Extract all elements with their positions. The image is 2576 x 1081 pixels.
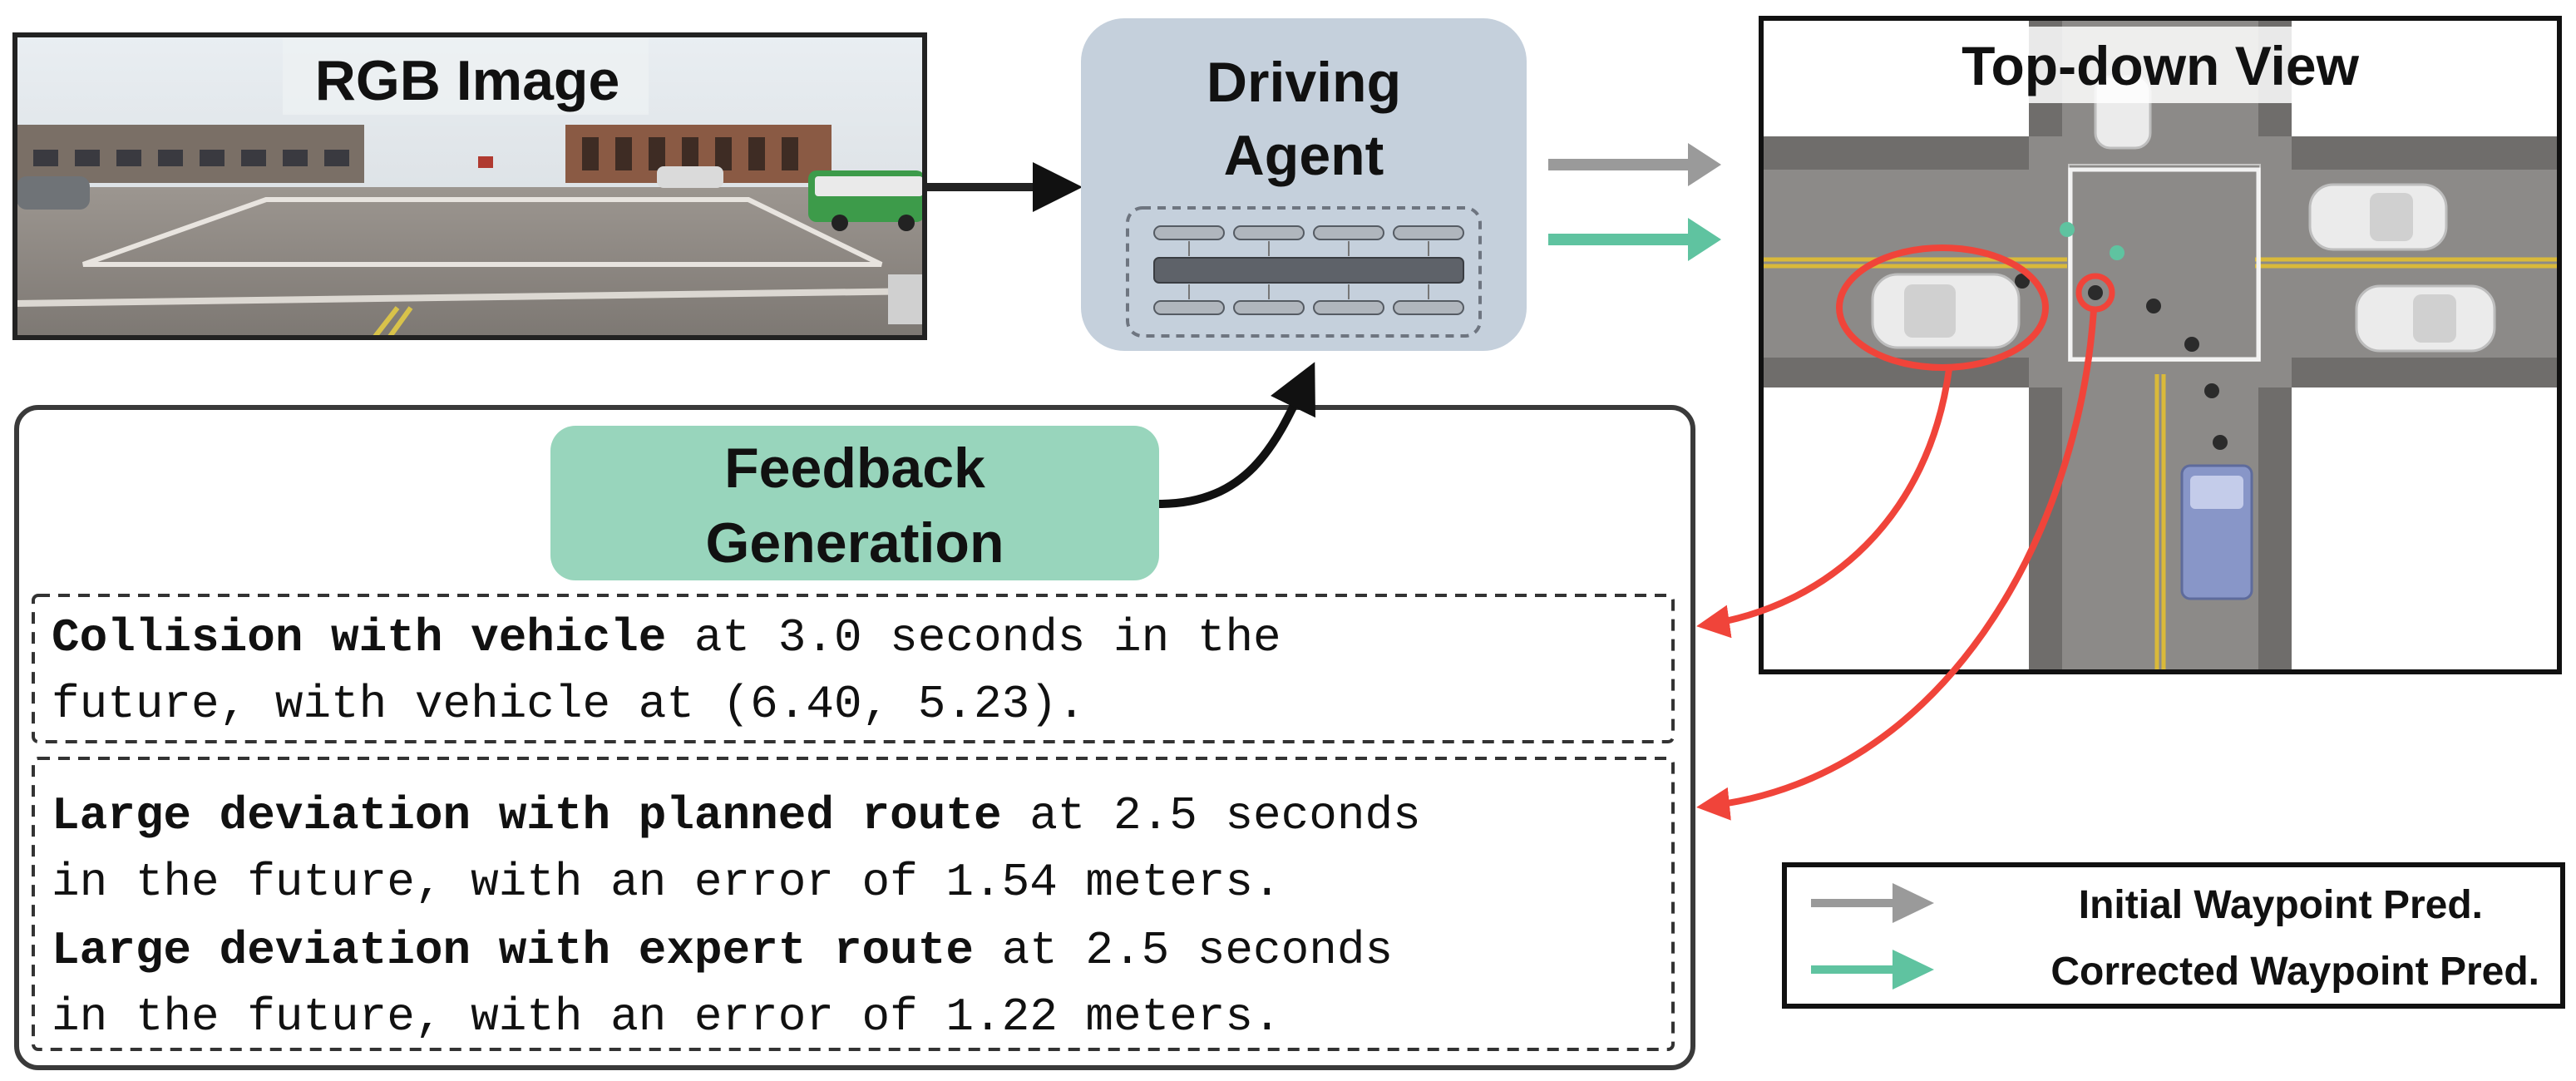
expert-route-message-line1: Large deviation with expert route at 2.5… [52, 924, 1393, 977]
topdown-frame [1759, 16, 2562, 674]
initial-waypoints [2015, 274, 2228, 450]
arrow-collision-to-message [1696, 368, 1952, 639]
legend-corrected-label: Corrected Waypoint Pred. [2050, 950, 2539, 994]
driving-agent-title-line2: Agent [1224, 124, 1384, 187]
feedback-outer-box [14, 405, 1695, 1070]
topdown-car-left [1871, 273, 2021, 349]
feedback-generation-title-line2: Generation [706, 511, 1004, 575]
collision-message-box [32, 594, 1675, 743]
collision-message-rest: at 3.0 seconds in the [666, 611, 1281, 664]
legend-initial-label: Initial Waypoint Pred. [2079, 883, 2483, 927]
collision-message-line2: future, with vehicle at (6.40, 5.23). [52, 678, 1085, 731]
collision-message-line1: Collision with vehicle at 3.0 seconds in… [52, 611, 1281, 664]
corrected-waypoint-arrow-head [1688, 218, 1721, 261]
planned-route-message-line2: in the future, with an error of 1.54 met… [52, 856, 1281, 909]
rgb-image-title: RGB Image [315, 49, 620, 112]
expert-route-message-line2: in the future, with an error of 1.22 met… [52, 990, 1281, 1044]
feedback-generation-title-line1: Feedback [724, 437, 985, 500]
expert-route-message-bold: Large deviation with expert route [52, 924, 974, 977]
topdown-view-title: Top-down View [1962, 35, 2360, 96]
deviation-highlight-circle [2075, 273, 2115, 313]
collision-message-bold: Collision with vehicle [52, 611, 666, 664]
planned-route-message-bold: Large deviation with planned route [52, 789, 1002, 842]
transformer-icon [1153, 225, 1464, 315]
planned-route-message-line1: Large deviation with planned route at 2.… [52, 789, 1421, 842]
driving-agent-box [1081, 18, 1527, 351]
topdown-car-right-1 [2308, 183, 2448, 251]
topdown-ego-vehicle [2180, 464, 2253, 600]
planned-route-message-rest: at 2.5 seconds [1002, 789, 1421, 842]
legend [1782, 862, 2565, 1009]
feedback-generation-box [550, 426, 1159, 580]
corrected-waypoints [2060, 222, 2124, 260]
scene-green-van [808, 170, 925, 231]
topdown-car-right-2 [2355, 284, 2496, 353]
deviation-message-box [32, 757, 1675, 1051]
scene-car-grey [17, 176, 90, 210]
arrow-feedback-to-agent [1158, 362, 1315, 508]
scene-car-white [657, 166, 723, 188]
arrow-deviation-to-message [1696, 309, 2097, 821]
initial-waypoint-arrow-head [1688, 143, 1721, 186]
driving-agent-title-line1: Driving [1207, 51, 1401, 114]
collision-highlight-ellipse [1836, 244, 2049, 371]
expert-route-message-rest: at 2.5 seconds [974, 924, 1393, 977]
topdown-view-panel [1759, 16, 2562, 674]
building-left [15, 125, 364, 183]
